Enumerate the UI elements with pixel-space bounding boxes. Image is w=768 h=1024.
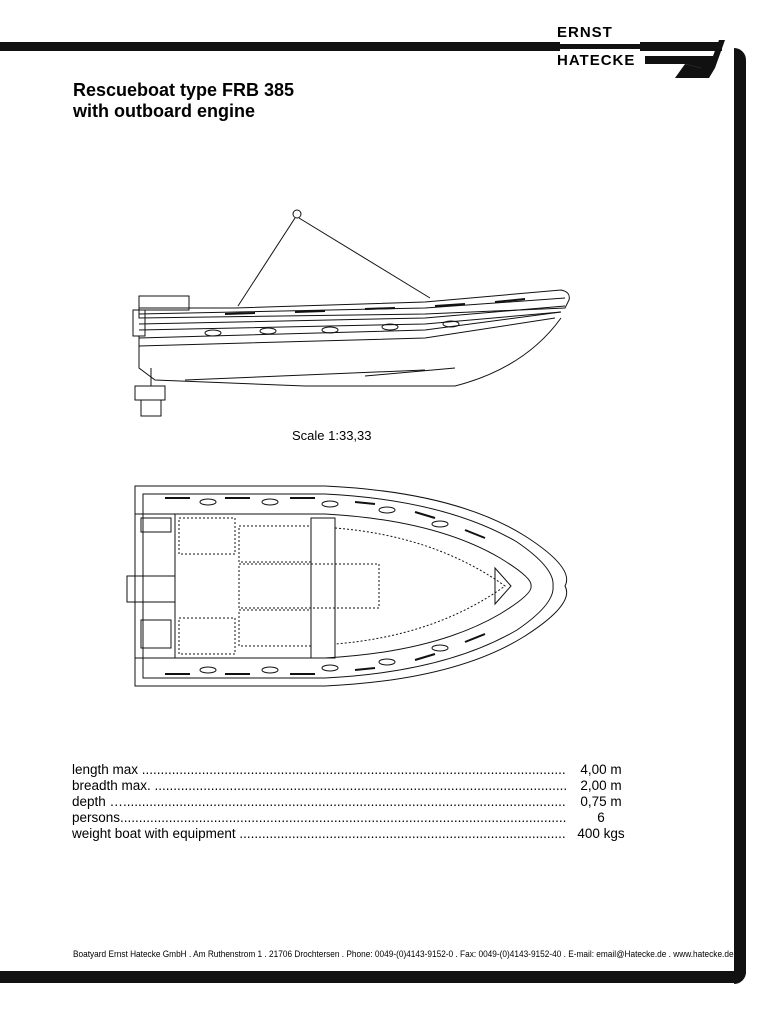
spec-row: length max .............................… <box>72 762 632 778</box>
top-view-drawing <box>126 485 567 687</box>
spec-label: depth … <box>72 794 124 809</box>
logo-text-bottom: HATECKE <box>557 52 636 69</box>
specifications-list: length max .............................… <box>72 762 632 842</box>
title-line-2: with outboard engine <box>73 101 255 121</box>
spec-leader-dots: ........................................… <box>239 826 632 841</box>
footer-address: Boatyard Ernst Hatecke GmbH . Am Ruthens… <box>73 949 734 959</box>
logo-flag-icon <box>645 40 725 78</box>
spec-value: 0,75 m <box>566 794 632 810</box>
side-view-drawing <box>132 209 570 417</box>
spec-row: persons.................................… <box>72 810 632 826</box>
company-logo: ERNST HATECKE <box>557 24 727 78</box>
logo-text-top: ERNST <box>557 24 613 41</box>
title-line-1: Rescueboat type FRB 385 <box>73 80 295 100</box>
spec-value: 2,00 m <box>566 778 632 794</box>
logo-bar <box>557 44 667 49</box>
spec-row: breadth max. ...........................… <box>72 778 632 794</box>
spec-label: weight boat with equipment <box>72 826 236 841</box>
spec-label: length max <box>72 762 139 777</box>
frame-right-border <box>734 48 746 984</box>
spec-label: breadth max. <box>72 778 151 793</box>
page-title: Rescueboat type FRB 385 with outboard en… <box>73 80 294 122</box>
spec-row: depth ….................................… <box>72 794 632 810</box>
spec-label: persons <box>72 810 121 825</box>
spec-leader-dots: ........................................… <box>138 762 615 777</box>
spec-value: 400 kgs <box>566 826 632 842</box>
spec-leader-dots: ........................................… <box>123 794 596 809</box>
scale-label: Scale 1:33,33 <box>292 428 372 443</box>
frame-top-border <box>0 42 560 51</box>
spec-value: 4,00 m <box>566 762 632 778</box>
frame-top-border-right <box>640 42 722 51</box>
spec-value: 6 <box>566 810 632 826</box>
frame-bottom-border <box>0 971 746 983</box>
spec-leader-dots: ........................................… <box>120 810 593 825</box>
spec-row: weight boat with equipment .............… <box>72 826 632 842</box>
spec-leader-dots: ........................................… <box>150 778 628 793</box>
